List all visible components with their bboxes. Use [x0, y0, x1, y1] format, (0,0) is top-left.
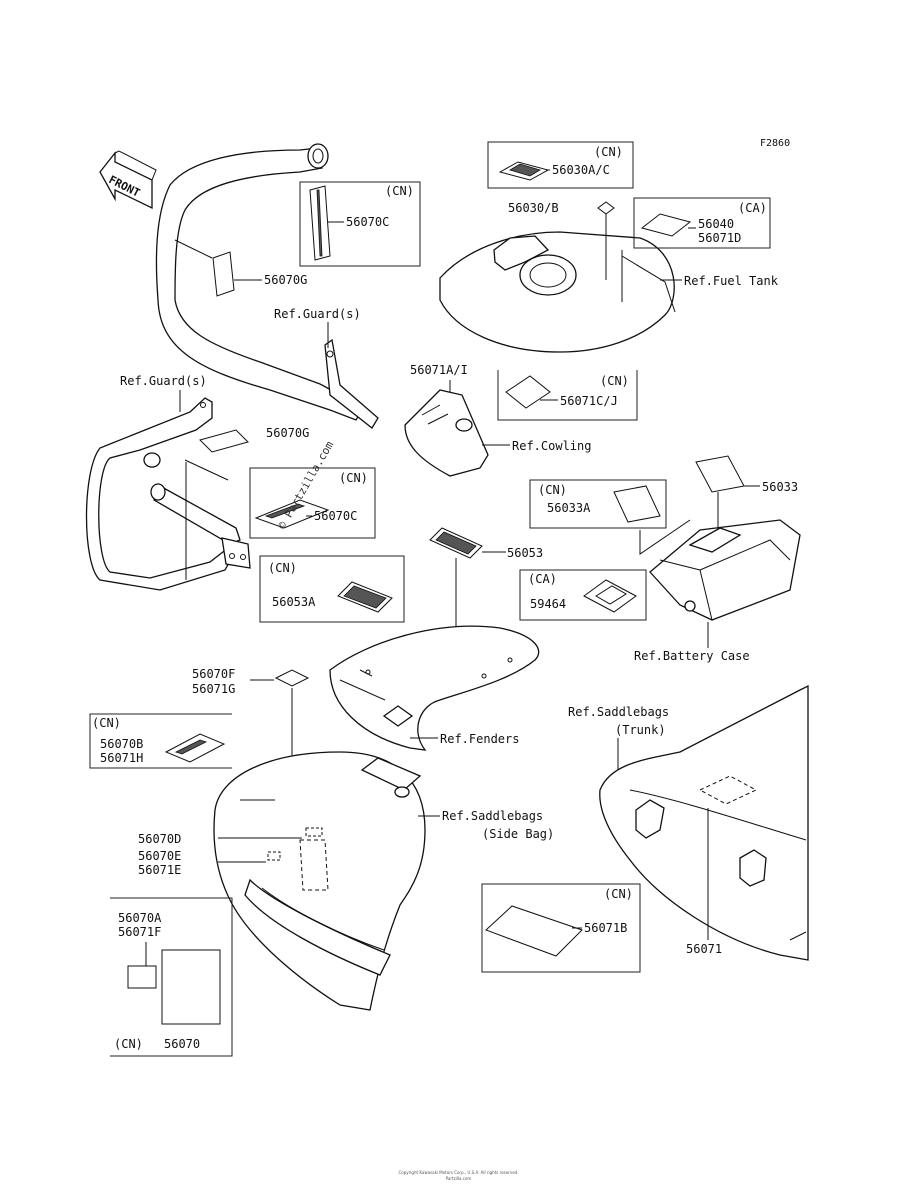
callout-56071CJ: 56071C/J: [560, 394, 618, 408]
callout-56070F: 56070F: [192, 667, 235, 681]
cn-box-56070C-upper: (CN) 56070C: [299, 181, 421, 267]
callout-56033A: 56033A: [547, 501, 591, 515]
side-bag-drawing: [213, 751, 426, 1011]
copyright-line-1: Copyright Kawasaki Motors Corp., U.S.A. …: [398, 1170, 519, 1175]
ref-saddlebags-trunk: Ref.Saddlebags: [568, 705, 669, 719]
ref-trunk: (Trunk): [615, 723, 666, 737]
ca-box-56040: (CA) 56040 56071D: [633, 197, 771, 249]
ca-box-59464: (CA) 59464: [519, 569, 647, 621]
market-ca-59464: (CA): [528, 572, 557, 586]
callout-56053: 56053: [507, 546, 543, 560]
guard-upper-drawing: [155, 143, 379, 429]
callout-56071D: 56071D: [698, 231, 741, 245]
guard-lower-drawing: [85, 397, 251, 591]
fender-drawing: [329, 625, 540, 751]
callout-56071: 56071: [686, 942, 722, 956]
cn-box-56070A: 56070A 56071F (CN) 56070: [110, 897, 233, 1057]
market-cn-56070A: (CN): [114, 1037, 143, 1051]
cowling-drawing: [404, 389, 489, 477]
cn-box-56053A: (CN) 56053A: [259, 555, 405, 623]
callout-56071E: 56071E: [138, 863, 181, 877]
front-arrow-icon: FRONT: [99, 150, 157, 210]
market-cn-56071CJ: (CN): [600, 374, 629, 388]
callout-56070G-upper: 56070G: [264, 273, 307, 287]
ref-saddlebags-side: Ref.Saddlebags: [442, 809, 543, 823]
cn-box-56033A: (CN) 56033A: [529, 479, 667, 529]
callout-56071B: 56071B: [584, 921, 627, 935]
market-cn-56030AC: (CN): [594, 145, 623, 159]
callout-56070E: 56070E: [138, 849, 181, 863]
figure-code: F2860: [760, 138, 790, 149]
fuel-tank-drawing: [439, 231, 676, 353]
callout-56070B: 56070B: [100, 737, 143, 751]
callout-56030AC: 56030A/C: [552, 163, 610, 177]
market-cn-56070C-mid: (CN): [339, 471, 368, 485]
market-cn-56070C-upper: (CN): [385, 184, 414, 198]
callout-56070: 56070: [164, 1037, 200, 1051]
callout-56040: 56040: [698, 217, 734, 231]
market-cn-56033A: (CN): [538, 483, 567, 497]
callout-56070D: 56070D: [138, 832, 181, 846]
ref-guard-upper: Ref.Guard(s): [274, 307, 361, 321]
callout-56070C-upper: 56070C: [346, 215, 389, 229]
ref-cowling: Ref.Cowling: [512, 439, 591, 453]
callout-56071G: 56071G: [192, 682, 235, 696]
callout-59464: 59464: [530, 597, 566, 611]
cn-box-56030AC: (CN) 56030A/C: [487, 141, 634, 189]
callout-56071H: 56071H: [100, 751, 143, 765]
market-ca-56040: (CA): [738, 201, 767, 215]
callout-56071F: 56071F: [118, 925, 161, 939]
callout-56033: 56033: [762, 480, 798, 494]
callout-56053A: 56053A: [272, 595, 316, 609]
ref-fuel-tank: Ref.Fuel Tank: [684, 274, 779, 288]
label-56070G-upper: 56070G: [212, 251, 307, 297]
callout-56070C-mid: 56070C: [314, 509, 357, 523]
ref-guard-left: Ref.Guard(s): [120, 374, 207, 388]
ref-side-bag: (Side Bag): [482, 827, 554, 841]
market-cn-56070B: (CN): [92, 716, 121, 730]
market-cn-56071B: (CN): [604, 887, 633, 901]
cn-box-56070C-mid: (CN) 56070C © Partzilla.com: [249, 439, 376, 539]
battery-case-drawing: [649, 519, 801, 621]
market-cn-56053A: (CN): [268, 561, 297, 575]
callout-56070A: 56070A: [118, 911, 162, 925]
copyright-line-2: Partzilla.com: [445, 1176, 472, 1181]
trunk-drawing: [599, 684, 809, 961]
callout-56071AI: 56071A/I: [410, 363, 468, 377]
ref-fenders: Ref.Fenders: [440, 732, 519, 746]
cn-box-56071CJ: (CN) 56071C/J: [497, 370, 638, 421]
cn-box-56071B: (CN) 56071B: [481, 883, 641, 973]
cn-box-56070B: (CN) 56070B 56071H: [89, 713, 232, 769]
callout-56070G-mid: 56070G: [266, 426, 309, 440]
callout-56030B: 56030/B: [508, 201, 559, 215]
ref-battery-case: Ref.Battery Case: [634, 649, 750, 663]
